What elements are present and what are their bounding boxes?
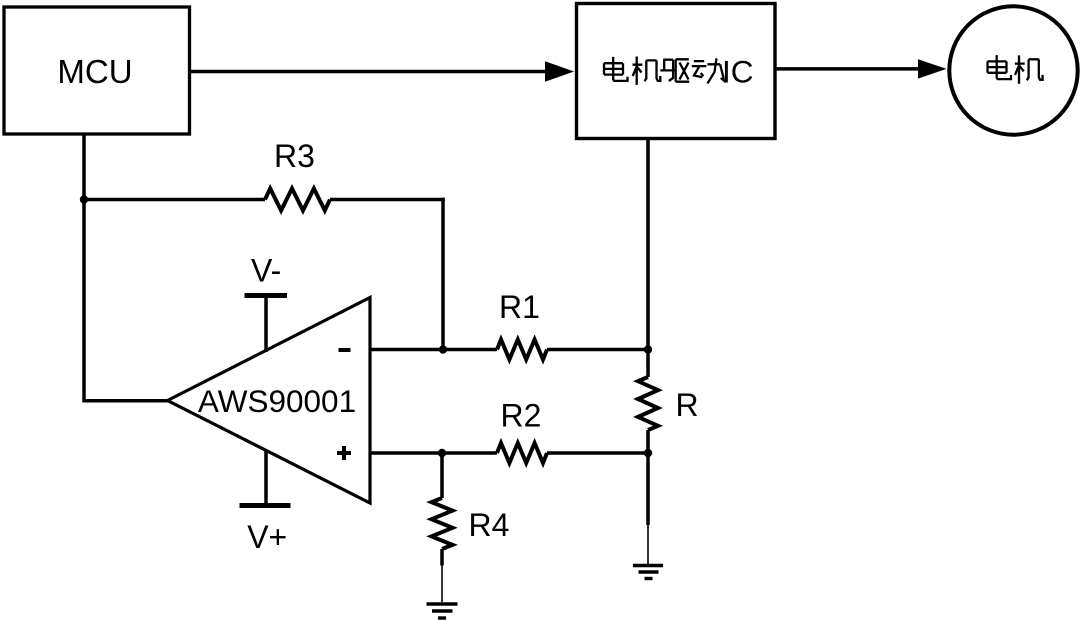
svg-text:V+: V+ (247, 519, 287, 555)
svg-text:R4: R4 (469, 507, 510, 543)
svg-text:V-: V- (251, 252, 281, 288)
svg-text:R1: R1 (499, 289, 540, 325)
svg-text:IC: IC (722, 54, 754, 90)
svg-text:R: R (675, 387, 698, 423)
svg-text:MCU: MCU (57, 53, 132, 90)
svg-text:R3: R3 (274, 138, 315, 174)
svg-text:R2: R2 (501, 398, 542, 434)
svg-text:AWS90001: AWS90001 (198, 383, 356, 419)
